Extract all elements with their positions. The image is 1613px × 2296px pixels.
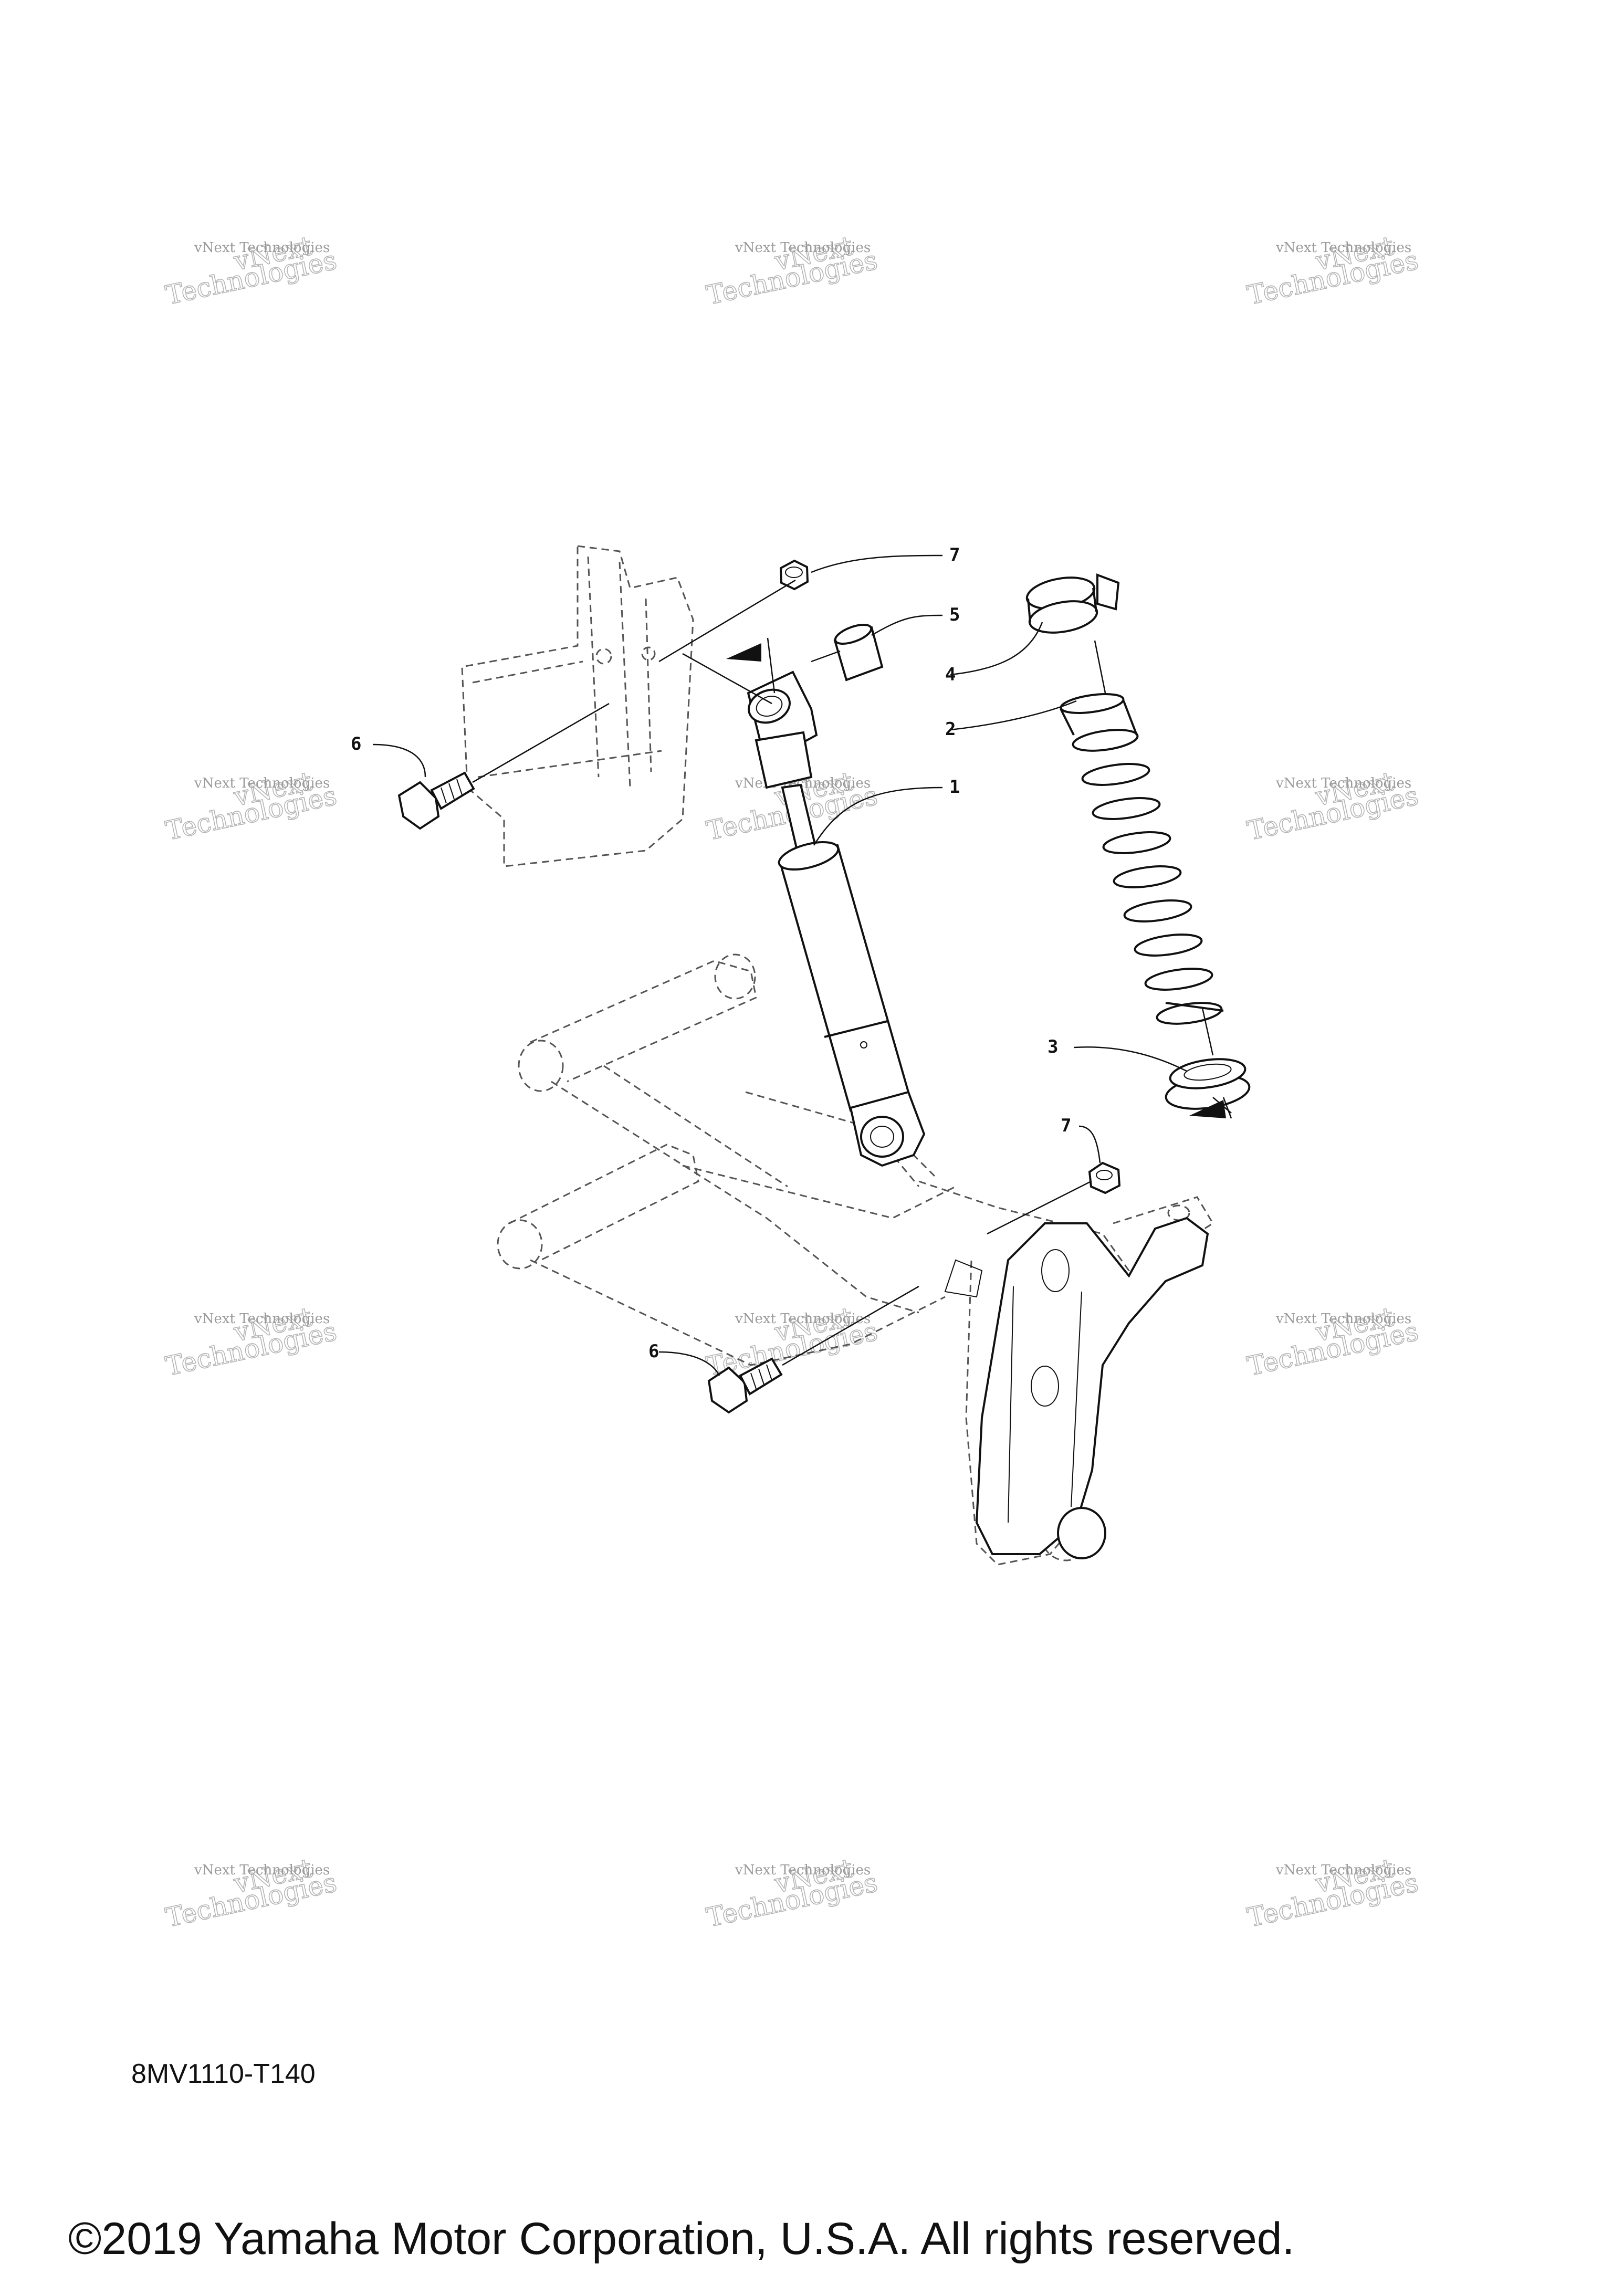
watermark: Technologies vNext vNext Technologies [1244,766,1421,846]
watermark: Technologies vNext vNext Technologies [704,230,881,311]
callout-7-top: 7 [949,544,960,565]
coil-spring-part-2 [1060,693,1224,1025]
callouts: 7 5 4 2 1 6 3 7 6 [351,544,1071,1362]
watermark-small-text: vNext Technologies [1275,1311,1411,1327]
watermark-small-text: vNext Technologies [735,240,871,256]
watermark: Technologies vNext vNext Technologies [1244,1301,1421,1382]
watermark-small-text: vNext Technologies [1275,240,1411,256]
watermark: Technologies vNext vNext Technologies [163,766,340,846]
callout-1: 1 [949,777,960,798]
watermark: Technologies vNext vNext Technologies [163,1301,340,1382]
watermark-small-text: vNext Technologies [194,775,330,791]
watermark-small-text: vNext Technologies [194,240,330,256]
assembly-arrows [726,643,1226,1118]
collar-part-5 [833,623,884,682]
bolt-part-6-bottom [707,1357,783,1414]
callout-4: 4 [945,664,956,685]
leader-lines [372,554,1232,1376]
knuckle-part [944,1217,1209,1559]
arrow-top-icon [726,643,761,662]
nut-part-7-bottom [1088,1161,1121,1194]
watermark-small-text: vNext Technologies [735,1862,871,1878]
callout-5: 5 [949,604,960,625]
watermark: Technologies vNext vNext Technologies [704,1852,881,1933]
watermark-small-text: vNext Technologies [735,1311,871,1327]
watermark-small-text: vNext Technologies [1275,775,1411,791]
callout-7-bottom: 7 [1061,1115,1071,1136]
spring-seat-part-3 [1165,1058,1251,1110]
spring-retainer-part-4 [1025,573,1120,634]
watermark: Technologies vNext vNext Technologies [1244,230,1421,311]
frame-bracket-ghost [461,545,694,867]
arrow-bottom-icon [1189,1100,1226,1118]
copyright-notice: ©2019 Yamaha Motor Corporation, U.S.A. A… [68,2214,1295,2264]
watermark: Technologies vNext vNext Technologies [1244,1852,1421,1933]
callout-3: 3 [1048,1036,1058,1057]
watermark-small-text: vNext Technologies [194,1862,330,1878]
shock-absorber-part-1 [747,670,926,1167]
watermark-small-text: vNext Technologies [1275,1862,1411,1878]
nut-part-7-top [779,559,809,591]
watermark: Technologies vNext vNext Technologies [163,230,340,311]
watermark-small-text: vNext Technologies [194,1311,330,1327]
callout-6-bottom: 6 [648,1341,659,1362]
watermark: Technologies vNext vNext Technologies [163,1852,340,1933]
bolt-part-6-top [397,771,475,830]
callout-6-top: 6 [351,733,361,754]
diagram-code: 8MV1110-T140 [131,2059,316,2089]
callout-2: 2 [945,719,956,740]
